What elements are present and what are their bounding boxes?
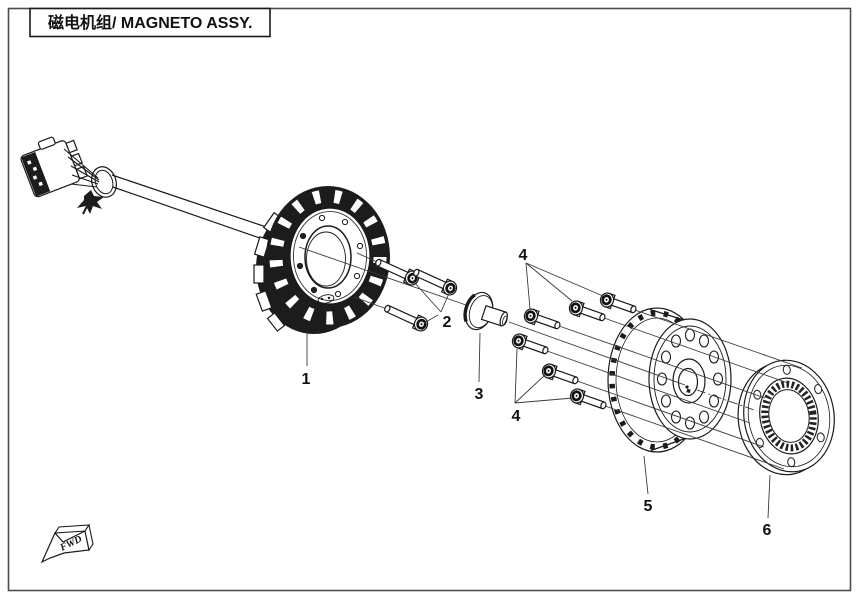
clutch-ring (737, 359, 835, 476)
harness-cable (111, 174, 282, 245)
bolt (409, 263, 461, 299)
callout-2: 2 (443, 314, 452, 331)
diagram-border (7, 7, 852, 592)
retaining-clip (77, 190, 104, 215)
callout-1: 1 (302, 371, 311, 388)
stator-plate-holes (296, 214, 364, 298)
callout-6: 6 (763, 522, 772, 539)
stator-assy (253, 186, 390, 334)
bolt (567, 385, 610, 415)
callout-4-top: 4 (519, 247, 528, 264)
bolt (539, 360, 582, 390)
bolt (380, 299, 432, 335)
stator-coils (253, 211, 286, 332)
page-title: 磁电机组/ MAGNETO ASSY. (48, 13, 252, 32)
keyway-mark (686, 388, 691, 394)
callout-leaders (306, 262, 771, 519)
alignment-lines (298, 246, 803, 470)
bolt (597, 289, 640, 319)
title-box: 磁电机组/ MAGNETO ASSY. (29, 7, 271, 38)
callout-4-bottom: 4 (512, 408, 521, 425)
rotor-face-holes (656, 328, 724, 430)
callout-3: 3 (475, 386, 484, 403)
spacer-boss (463, 291, 508, 331)
ring-bolt-holes (753, 364, 825, 468)
callout-5: 5 (644, 498, 653, 515)
fwd-arrow: FWD (40, 523, 94, 564)
wire-loop (91, 166, 117, 198)
cast-mark (317, 294, 335, 304)
harness-connector (20, 136, 282, 245)
